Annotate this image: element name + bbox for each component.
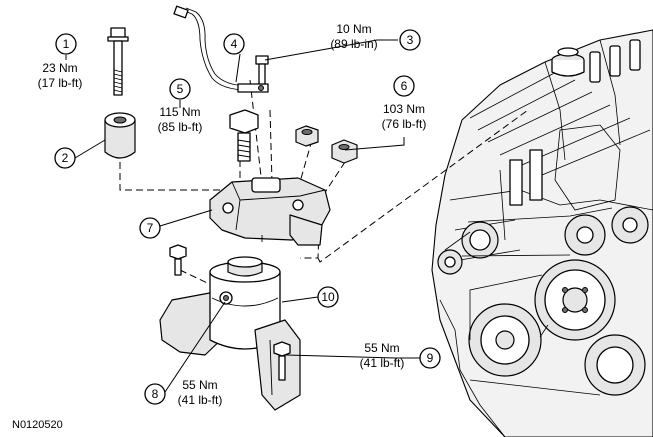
callout-8: 8 55 Nm (41 lb-ft)	[144, 378, 223, 407]
callout-number-3: 3	[407, 33, 414, 47]
torque-nm-9: 55 Nm	[364, 341, 399, 355]
callout-number-8: 8	[152, 387, 159, 401]
callout-number-1: 1	[63, 37, 70, 51]
callout-number-9: 9	[427, 351, 434, 365]
callout-circle-3	[399, 29, 421, 51]
callout-circle-8	[144, 383, 166, 405]
bolt-part-9	[273, 341, 291, 381]
callout-9: 9 55 Nm (41 lb-ft)	[360, 341, 441, 370]
callout-5: 5 115 Nm (85 lb-ft)	[158, 78, 203, 134]
callout-3: 3 10 Nm (89 lb-in)	[330, 22, 421, 51]
callout-circle-5	[169, 78, 191, 100]
callout-circle-1	[55, 33, 77, 55]
callout-circle-2	[54, 147, 76, 169]
engine-mount-part-10	[159, 256, 301, 411]
callout-number-6: 6	[401, 79, 408, 93]
callout-number-10: 10	[321, 290, 335, 304]
leader-lines	[65, 39, 420, 393]
bolt-part-1	[107, 27, 129, 96]
bolt-part-5	[229, 109, 259, 162]
callout-circle-4	[223, 33, 245, 55]
callout-4: 4	[223, 33, 245, 55]
torque-nm-3: 10 Nm	[336, 22, 371, 36]
bolt-small	[169, 244, 187, 276]
callout-circle-9	[419, 347, 441, 369]
callout-6: 6 103 Nm (76 lb-ft)	[382, 75, 427, 131]
torque-nm-1: 23 Nm	[42, 61, 77, 75]
torque-nm-5: 115 Nm	[159, 105, 200, 119]
torque-nm-8: 55 Nm	[182, 378, 217, 392]
torque-imperial-8: (41 lb-ft)	[178, 393, 223, 407]
nut-left	[295, 125, 319, 147]
callout-number-4: 4	[231, 37, 238, 51]
callout-circle-7	[139, 217, 161, 239]
engine-illustration	[431, 29, 653, 437]
mount-bracket-part-7	[209, 177, 331, 246]
bolt-part-3	[255, 55, 269, 85]
callout-number-2: 2	[62, 151, 69, 165]
torque-nm-6: 103 Nm	[383, 102, 425, 116]
callout-circle-6	[393, 75, 415, 97]
callout-2: 2	[54, 147, 76, 169]
ground-strap-part-4	[173, 5, 269, 93]
callout-7: 7	[139, 217, 161, 239]
torque-imperial-3: (89 lb-in)	[330, 37, 377, 51]
bushing-part-2	[104, 112, 136, 159]
callout-1: 1 23 Nm (17 lb-ft)	[38, 33, 83, 90]
nut-right	[331, 139, 358, 164]
figure-id: N0120520	[12, 419, 63, 431]
torque-imperial-9: (41 lb-ft)	[360, 356, 405, 370]
torque-imperial-5: (85 lb-ft)	[158, 120, 203, 134]
torque-imperial-1: (17 lb-ft)	[38, 76, 83, 90]
callout-number-7: 7	[147, 221, 154, 235]
callout-circle-10	[317, 286, 339, 308]
callout-number-5: 5	[177, 82, 184, 96]
torque-imperial-6: (76 lb-ft)	[382, 117, 427, 131]
callout-10: 10	[317, 286, 339, 308]
